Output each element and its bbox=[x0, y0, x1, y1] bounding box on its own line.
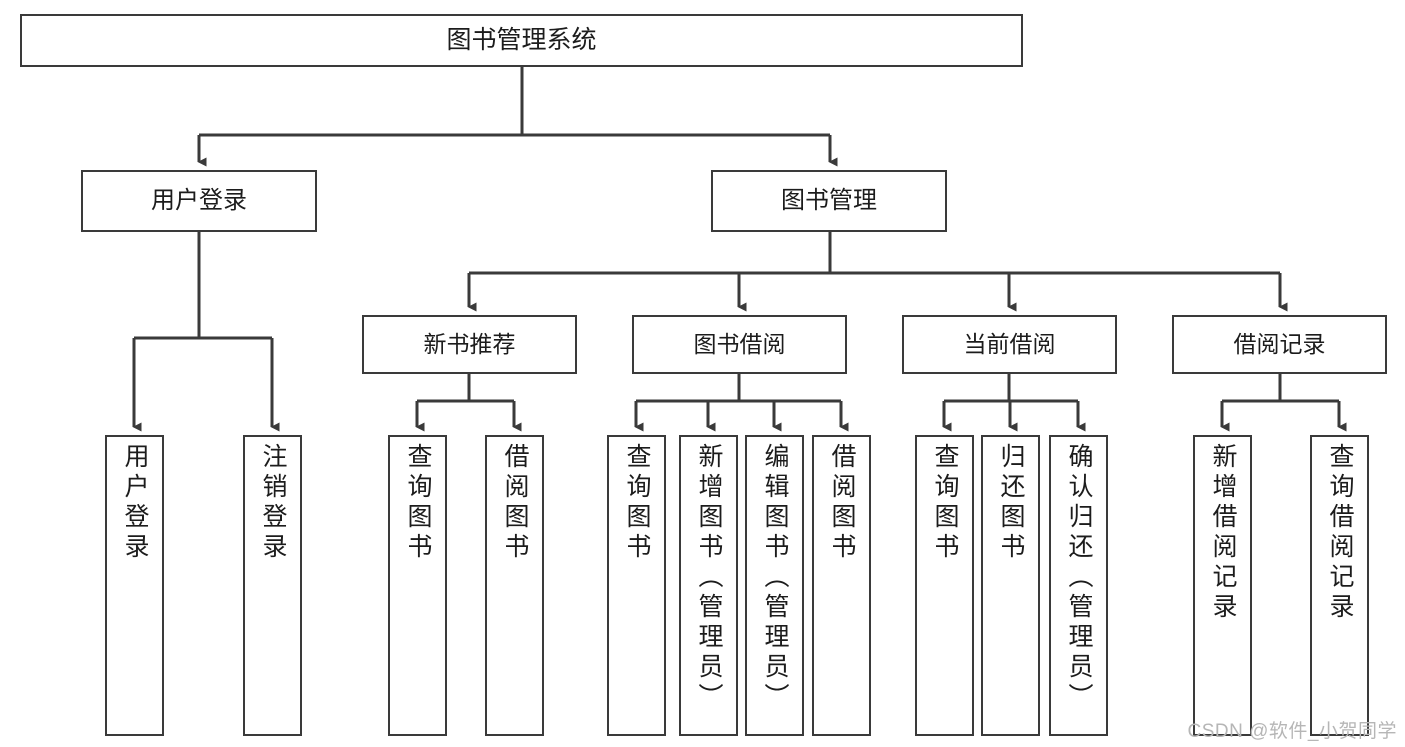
node-book-manage-label: 图书管理 bbox=[781, 187, 877, 214]
node-root-label: 图书管理系统 bbox=[446, 26, 597, 54]
node-leaf-add-book-label: 新增图书（管理员） bbox=[695, 443, 723, 713]
node-borrow-record-label: 借阅记录 bbox=[1233, 331, 1326, 357]
node-leaf-confirm-return-label: 确认归还（管理员） bbox=[1065, 443, 1093, 713]
node-leaf-borrow-book-2-label: 借阅图书 bbox=[828, 443, 856, 563]
node-leaf-query-book-1-label: 查询图书 bbox=[404, 443, 432, 563]
node-leaf-query-book-2[interactable]: 查询图书 bbox=[607, 435, 666, 736]
node-current-borrow-label: 当前借阅 bbox=[963, 331, 1056, 357]
node-leaf-add-record[interactable]: 新增借阅记录 bbox=[1193, 435, 1252, 736]
node-leaf-return-book-label: 归还图书 bbox=[997, 443, 1025, 563]
node-leaf-edit-book-label: 编辑图书（管理员） bbox=[761, 443, 789, 713]
node-leaf-borrow-book-1[interactable]: 借阅图书 bbox=[485, 435, 544, 736]
node-leaf-query-record-label: 查询借阅记录 bbox=[1326, 443, 1354, 623]
node-new-book-recommend[interactable]: 新书推荐 bbox=[362, 315, 577, 374]
node-current-borrow[interactable]: 当前借阅 bbox=[902, 315, 1117, 374]
csdn-watermark: CSDN @软件_小贺同学 bbox=[1187, 721, 1397, 742]
node-user-login[interactable]: 用户登录 bbox=[81, 170, 317, 232]
node-leaf-edit-book[interactable]: 编辑图书（管理员） bbox=[745, 435, 804, 736]
node-leaf-query-record[interactable]: 查询借阅记录 bbox=[1310, 435, 1369, 736]
node-leaf-logout-label: 注销登录 bbox=[259, 443, 287, 563]
node-book-borrow-label: 图书借阅 bbox=[693, 331, 786, 357]
node-leaf-user-login-label: 用户登录 bbox=[121, 443, 149, 563]
node-leaf-query-book-1[interactable]: 查询图书 bbox=[388, 435, 447, 736]
node-leaf-query-book-3[interactable]: 查询图书 bbox=[915, 435, 974, 736]
node-leaf-logout[interactable]: 注销登录 bbox=[243, 435, 302, 736]
node-leaf-user-login[interactable]: 用户登录 bbox=[105, 435, 164, 736]
node-leaf-borrow-book-1-label: 借阅图书 bbox=[501, 443, 529, 563]
node-user-login-label: 用户登录 bbox=[151, 187, 247, 214]
node-leaf-return-book[interactable]: 归还图书 bbox=[981, 435, 1040, 736]
node-book-borrow[interactable]: 图书借阅 bbox=[632, 315, 847, 374]
node-book-manage[interactable]: 图书管理 bbox=[711, 170, 947, 232]
node-leaf-add-book[interactable]: 新增图书（管理员） bbox=[679, 435, 738, 736]
node-leaf-add-record-label: 新增借阅记录 bbox=[1209, 443, 1237, 623]
node-leaf-confirm-return[interactable]: 确认归还（管理员） bbox=[1049, 435, 1108, 736]
node-borrow-record[interactable]: 借阅记录 bbox=[1172, 315, 1387, 374]
node-root[interactable]: 图书管理系统 bbox=[20, 14, 1023, 67]
node-leaf-borrow-book-2[interactable]: 借阅图书 bbox=[812, 435, 871, 736]
node-new-book-recommend-label: 新书推荐 bbox=[423, 331, 516, 357]
node-leaf-query-book-3-label: 查询图书 bbox=[931, 443, 959, 563]
node-leaf-query-book-2-label: 查询图书 bbox=[623, 443, 651, 563]
